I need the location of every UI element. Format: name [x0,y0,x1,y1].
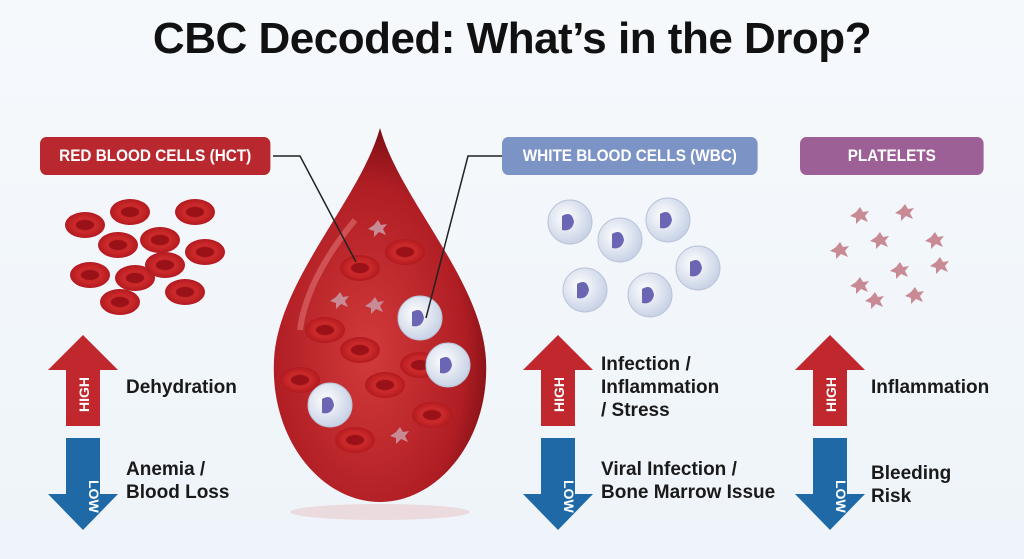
low-arrow-icon [795,438,865,530]
low-label: LOW [833,480,849,513]
rbc-low-text: Anemia / Blood Loss [126,459,230,503]
low-arrow-icon [523,438,593,530]
rbc-high-text: Dehydration [126,377,237,398]
platelets-high-text: Inflammation [871,377,990,398]
high-arrow-icon [523,335,593,426]
rbc-cluster [65,199,225,315]
wbc-low-text: Viral Infection / Bone Marrow Issue [601,459,776,503]
page-title: CBC Decoded: What’s in the Drop? [152,14,872,63]
arrow-icons [48,335,865,530]
wbc-badge: WHITE BLOOD CELLS (WBC) [502,137,758,175]
platelets-badge: PLATELETS [800,137,984,175]
callout-lines [273,155,502,319]
platelet-cluster [830,204,949,309]
low-label: LOW [86,480,102,513]
low-arrow-icon [48,438,118,530]
wbc-cluster [547,197,721,318]
platelets-low-text: Bleeding Risk [871,463,952,507]
high-label: HIGH [823,377,839,412]
high-label: HIGH [76,377,92,412]
high-label: HIGH [551,377,567,412]
high-arrow-icon [48,335,118,426]
drop-shadow [290,504,470,520]
wbc-high-text: Infection / Inflammation / Stress [601,354,720,421]
rbc-badge: RED BLOOD CELLS (HCT) [40,137,271,175]
arrow-labels: HIGH LOW HIGH LOW HIGH LOW [76,377,849,513]
low-label: LOW [561,480,577,513]
high-arrow-icon [795,335,865,426]
